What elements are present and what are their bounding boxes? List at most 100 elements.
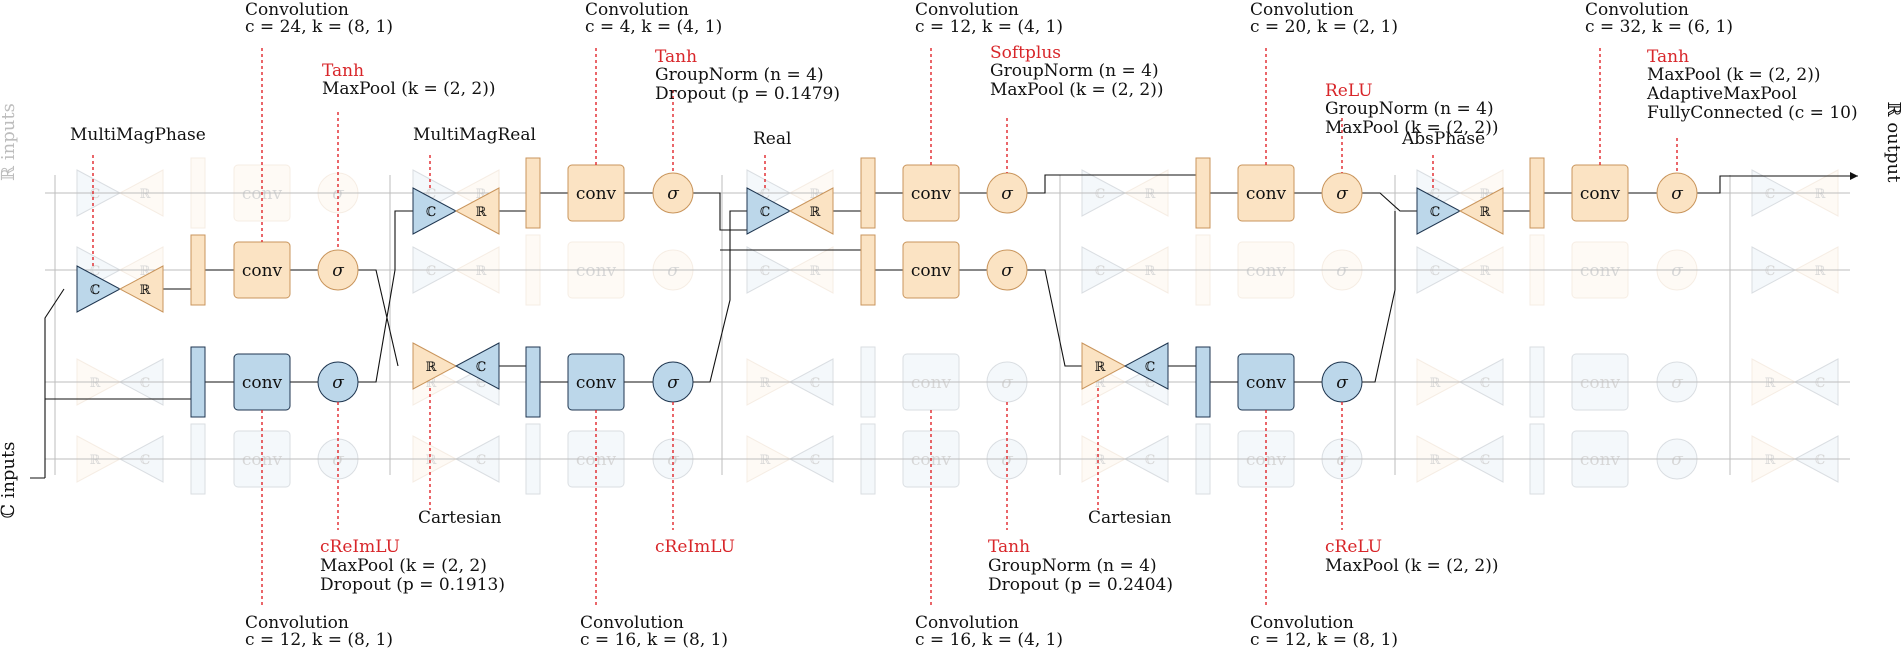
activation-2-bottom: σ <box>652 361 694 403</box>
input-wire <box>30 288 191 479</box>
activation-1-top: σ <box>317 249 359 291</box>
converter-left-symbol: ℂ <box>426 187 436 202</box>
sigma-symbol: σ <box>1336 450 1348 470</box>
converter-left-symbol: ℝ <box>760 453 772 468</box>
conv-label: conv <box>576 373 617 393</box>
sigma-symbol: σ <box>667 373 679 393</box>
converter-right-symbol: ℝ <box>140 187 152 202</box>
top-activation-name: ReLU <box>1325 81 1373 101</box>
split-2-top <box>525 157 541 229</box>
converter-right-symbol: ℝ <box>1815 187 1827 202</box>
converter-right-symbol: ℝ <box>1145 187 1157 202</box>
top-activation-op: MaxPool (k = (2, 2)) <box>322 79 496 99</box>
active-wires <box>30 172 1858 479</box>
top-activation-name: Tanh <box>1647 47 1689 67</box>
activation-1-bottom: σ <box>317 361 359 403</box>
top-activation-name: Tanh <box>322 61 364 81</box>
top-conv-title: Convolution <box>915 0 1019 20</box>
converter-left-symbol: ℂ <box>760 187 770 202</box>
top-conv-params: c = 24, k = (8, 1) <box>245 17 393 37</box>
bottom-conv-title: Convolution <box>245 613 349 633</box>
real-inputs-label: ℝ inputs <box>0 103 19 181</box>
conv-3-top: conv <box>902 164 960 222</box>
converter-label: AbsPhase <box>1401 129 1485 149</box>
converter-right-symbol: ℂ <box>1480 376 1490 391</box>
sigma-symbol: σ <box>1336 373 1348 393</box>
converter-right-symbol: ℝ <box>810 205 822 220</box>
top-activation-op: GroupNorm (n = 4) <box>1325 99 1494 119</box>
top-activation-op: GroupNorm (n = 4) <box>990 61 1159 81</box>
sigma-symbol: σ <box>1001 450 1013 470</box>
converter-left-triangle <box>1416 187 1462 235</box>
activation-circle <box>986 249 1028 291</box>
conv-5: conv <box>1571 164 1629 222</box>
converter-left-symbol: ℝ <box>1430 453 1442 468</box>
conv-label: conv <box>911 261 952 281</box>
conv-4-bottom: conv <box>1237 353 1295 411</box>
converter-right-symbol: ℂ <box>140 453 150 468</box>
bottom-activation-name: Tanh <box>988 537 1030 557</box>
converter-left-symbol: ℂ <box>760 205 770 220</box>
activation-circle <box>652 172 694 214</box>
converter-right-symbol: ℂ <box>1815 376 1825 391</box>
converter-left-symbol: ℂ <box>760 264 770 279</box>
top-conv-title: Convolution <box>245 0 349 20</box>
converter-right-symbol: ℝ <box>476 264 488 279</box>
converter-left-triangle <box>412 187 458 235</box>
bottom-activation-op: MaxPool (k = (2, 2)) <box>1325 556 1499 576</box>
top-conv-params: c = 12, k = (4, 1) <box>915 17 1063 37</box>
conv-4-top: conv <box>1237 164 1295 222</box>
converter-left-symbol: ℝ <box>426 453 438 468</box>
bottom-conv-params: c = 12, k = (8, 1) <box>1250 630 1398 650</box>
converter-right-symbol: ℂ <box>810 376 820 391</box>
conv-1-top: conv <box>233 241 291 299</box>
converter-right-symbol: ℝ <box>1480 264 1492 279</box>
converter-label: MultiMagPhase <box>70 125 206 145</box>
sigma-symbol: σ <box>1336 184 1348 204</box>
activation-3-top: σ <box>986 172 1028 214</box>
bottom-conv-title: Convolution <box>1250 613 1354 633</box>
bottom-conv-title: Convolution <box>915 613 1019 633</box>
converter-right-symbol: ℂ <box>1145 376 1155 391</box>
bottom-conv-params: c = 16, k = (4, 1) <box>915 630 1063 650</box>
bottom-activation-op: GroupNorm (n = 4) <box>988 556 1157 576</box>
converter-left-symbol: ℂ <box>1430 264 1440 279</box>
split-2-bottom <box>525 346 541 418</box>
converter-left-triangle <box>746 187 792 235</box>
converter-right-symbol: ℂ <box>140 376 150 391</box>
converter-left-symbol: ℂ <box>90 264 100 279</box>
converter-right-symbol: ℝ <box>476 205 488 220</box>
converter-right-triangle <box>454 342 500 390</box>
converter-left-symbol: ℝ <box>1765 453 1777 468</box>
converter-label: Real <box>753 129 791 149</box>
conv-label: conv <box>576 261 617 281</box>
converter-left-triangle <box>76 265 122 313</box>
sigma-symbol: σ <box>332 261 344 281</box>
split-3-bottom <box>860 234 876 306</box>
top-activation-op: MaxPool (k = (2, 2)) <box>1647 65 1821 85</box>
conv-label: conv <box>1580 184 1621 204</box>
block-1-wire <box>163 269 318 383</box>
converter-left-symbol: ℝ <box>1095 360 1107 375</box>
converter-right-symbol: ℂ <box>810 453 820 468</box>
converter-right-symbol: ℂ <box>476 360 486 375</box>
activation-4-top: σ <box>1321 172 1363 214</box>
converter-right-symbol: ℝ <box>1145 264 1157 279</box>
conv-3-bottom: conv <box>902 241 960 299</box>
real-output-label: ℝ output <box>1883 102 1901 183</box>
conv-2-bottom: conv <box>567 353 625 411</box>
conv-label: conv <box>1580 450 1621 470</box>
converter-label: MultiMagReal <box>413 125 536 145</box>
converter-left-symbol: ℂ <box>1095 187 1105 202</box>
sigma-symbol: σ <box>1001 261 1013 281</box>
sigma-symbol: σ <box>1671 184 1683 204</box>
sigma-symbol: σ <box>332 184 344 204</box>
converter-left-symbol: ℂ <box>1095 264 1105 279</box>
block-5-wire <box>1503 192 1657 212</box>
sigma-symbol: σ <box>667 450 679 470</box>
